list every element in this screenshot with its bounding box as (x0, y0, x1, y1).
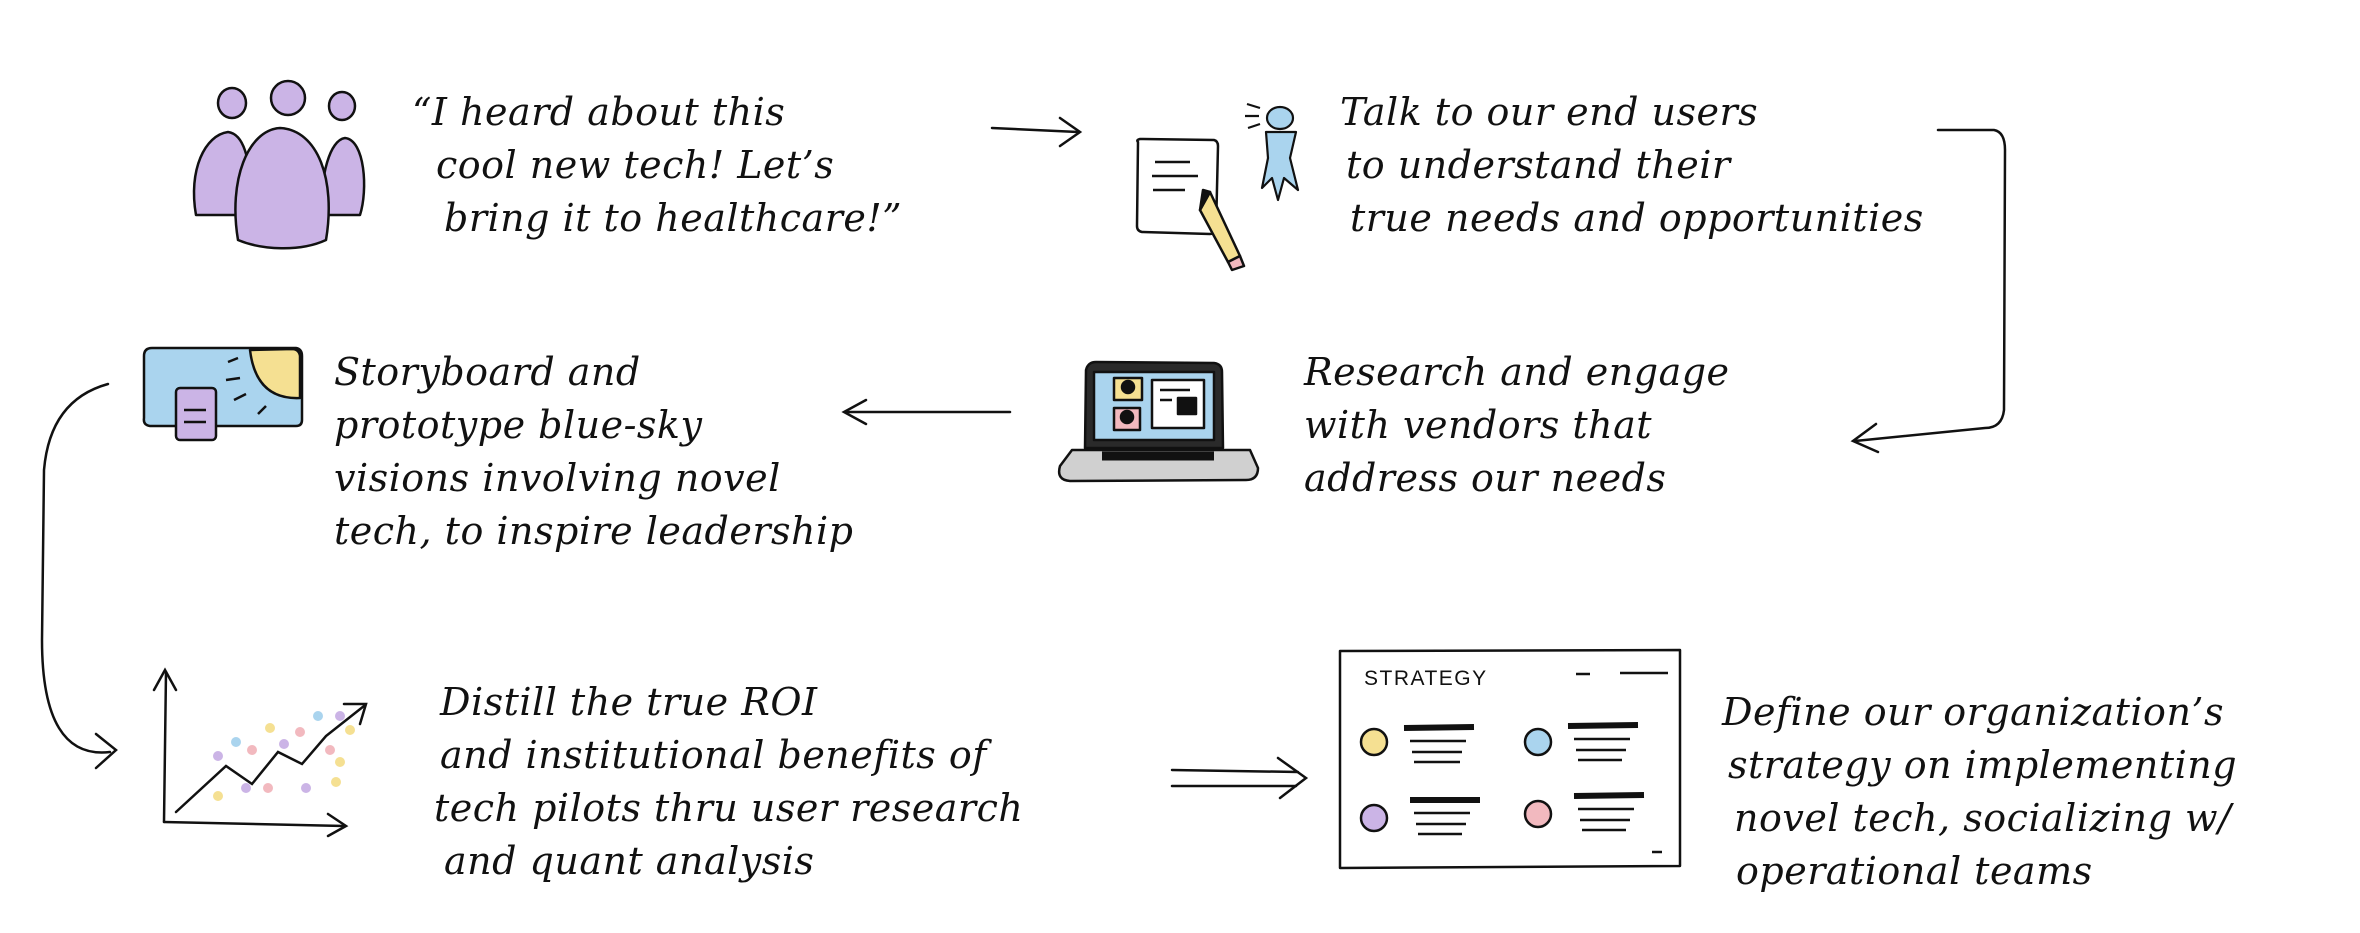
step-storyboard-line: visions involving novel (334, 456, 781, 500)
step-vendors-text: Research and engage with vendors that ad… (1304, 346, 1730, 505)
step-users-line: Talk to our end users (1340, 90, 1759, 134)
arrow-idea-to-users (990, 116, 1083, 148)
step-storyboard-line: tech, to inspire leadership (334, 509, 854, 553)
user-person-icon (1245, 102, 1300, 202)
step-idea-text: “I heard about this cool new tech! Let’s… (412, 86, 902, 245)
step-storyboard-line: prototype blue-sky (334, 403, 703, 447)
strategy-board-icon (1338, 648, 1682, 870)
laptop-video-call-icon (1057, 360, 1260, 483)
step-vendors-line: with vendors that (1304, 403, 1653, 447)
step-roi-text: Distill the true ROI and institutional b… (434, 676, 1023, 888)
arrow-storyboard-to-roi (40, 382, 118, 770)
step-idea-line: cool new tech! Let’s (436, 143, 835, 187)
step-roi-line: and institutional benefits of (440, 733, 987, 777)
step-users-line: true needs and opportunities (1350, 196, 1924, 240)
arrow-vendors-to-storyboard (841, 398, 1012, 426)
step-strategy-line: strategy on implementing (1728, 743, 2238, 787)
step-storyboard-text: Storyboard and prototype blue-sky vision… (334, 346, 853, 558)
scatter-growth-chart-icon (152, 667, 368, 838)
step-strategy-text: Define our organization’s strategy on im… (1722, 686, 2237, 898)
strategy-board-title: STRATEGY (1364, 667, 1488, 690)
arrow-roi-to-strategy (1170, 756, 1309, 800)
step-vendors-line: Research and engage (1304, 350, 1730, 394)
step-vendors-line: address our needs (1304, 456, 1667, 500)
step-strategy-line: novel tech, socializing w/ (1734, 796, 2232, 840)
step-idea-line: “I heard about this (412, 90, 786, 134)
step-strategy-line: operational teams (1736, 849, 2093, 893)
step-users-line: to understand their (1346, 143, 1731, 187)
step-storyboard-line: Storyboard and (334, 350, 641, 394)
step-idea-line: bring it to healthcare!” (444, 196, 903, 240)
step-roi-line: Distill the true ROI (440, 680, 818, 724)
sky-scene-icon (142, 346, 304, 442)
step-roi-line: tech pilots thru user research (434, 786, 1024, 830)
step-strategy-line: Define our organization’s (1722, 690, 2224, 734)
notepad-pencil-icon (1135, 137, 1246, 272)
step-users-text: Talk to our end users to understand thei… (1340, 86, 1924, 245)
step-roi-line: and quant analysis (444, 839, 815, 883)
arrow-users-to-vendors (1850, 128, 2007, 454)
people-group-icon (192, 79, 366, 250)
